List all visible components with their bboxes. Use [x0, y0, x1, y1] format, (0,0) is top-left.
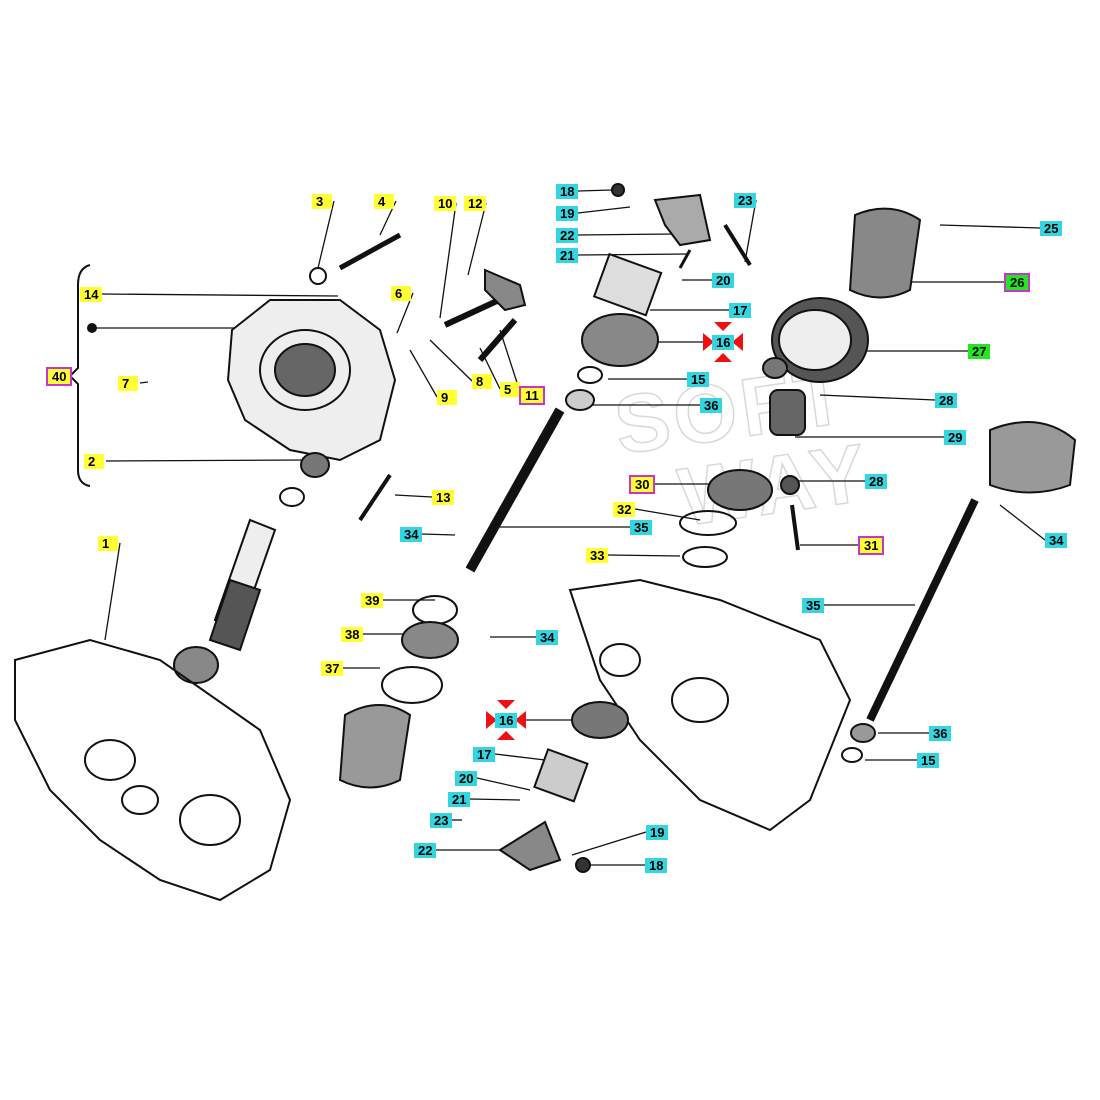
part-label-8: 8	[472, 374, 492, 389]
leader-line	[409, 349, 438, 398]
part-label-26: 26	[1003, 273, 1031, 292]
part-label-27: 27	[968, 344, 991, 359]
part-label-32: 32	[613, 502, 636, 517]
part-label-20: 20	[455, 771, 478, 786]
part-label-28: 28	[935, 393, 958, 408]
part-label-9: 9	[437, 390, 457, 405]
part-label-21: 21	[556, 248, 579, 263]
part-label-36: 36	[700, 398, 723, 413]
leader-line	[429, 339, 473, 382]
part-label-30: 30	[628, 475, 656, 494]
leader-line	[939, 224, 1041, 229]
part-label-35: 35	[802, 598, 825, 613]
part-label-15: 15	[917, 753, 940, 768]
part-label-17: 17	[473, 747, 496, 762]
part-label-19: 19	[646, 825, 669, 840]
leader-line	[577, 233, 676, 236]
leader-line	[607, 554, 681, 557]
leader-line	[571, 831, 647, 856]
red-arrow-marker-icon	[486, 700, 526, 740]
part-label-22: 22	[414, 843, 437, 858]
part-label-18: 18	[556, 184, 579, 199]
leader-line	[999, 504, 1046, 541]
part-label-16: 16	[712, 335, 735, 350]
leader-line	[577, 189, 613, 192]
part-label-40: 40	[45, 367, 73, 386]
leader-line	[394, 494, 433, 498]
part-label-7: 7	[118, 376, 138, 391]
part-label-37: 37	[321, 661, 344, 676]
leader-line	[105, 459, 306, 462]
part-label-36: 36	[929, 726, 952, 741]
leader-line	[744, 199, 757, 263]
part-label-1: 1	[98, 536, 118, 551]
leader-line	[439, 202, 457, 319]
part-label-21: 21	[448, 792, 471, 807]
part-label-5: 5	[500, 382, 520, 397]
part-label-39: 39	[361, 593, 384, 608]
part-label-3: 3	[312, 194, 332, 209]
red-arrow-marker-icon	[703, 322, 743, 362]
leader-line	[577, 253, 689, 256]
part-label-17: 17	[729, 303, 752, 318]
part-label-34: 34	[536, 630, 559, 645]
part-label-34: 34	[400, 527, 423, 542]
leader-line	[467, 202, 487, 276]
part-label-35: 35	[630, 520, 653, 535]
part-label-18: 18	[645, 858, 668, 873]
part-label-19: 19	[556, 206, 579, 221]
part-label-10: 10	[434, 196, 457, 211]
part-label-14: 14	[80, 287, 103, 302]
leader-line	[139, 381, 149, 384]
gearbox-housing-left	[14, 638, 292, 902]
part-label-4: 4	[374, 194, 394, 209]
leader-line	[317, 200, 335, 269]
part-label-2: 2	[84, 454, 104, 469]
part-label-25: 25	[1040, 221, 1063, 236]
leader-line	[634, 508, 701, 521]
part-label-29: 29	[944, 430, 967, 445]
part-label-11: 11	[519, 386, 545, 405]
part-label-13: 13	[432, 490, 455, 505]
leader-line	[494, 753, 546, 761]
part-label-16: 16	[495, 713, 518, 728]
part-label-28: 28	[865, 474, 888, 489]
part-label-34: 34	[1045, 533, 1068, 548]
part-label-38: 38	[341, 627, 364, 642]
part-label-12: 12	[464, 196, 487, 211]
leader-line	[476, 777, 531, 791]
leader-line	[421, 533, 456, 536]
part-label-23: 23	[734, 193, 757, 208]
part-label-15: 15	[687, 372, 710, 387]
leader-line	[104, 542, 121, 641]
part-label-31: 31	[857, 536, 885, 555]
leader-line	[469, 798, 521, 801]
part-label-33: 33	[586, 548, 609, 563]
part-label-6: 6	[391, 286, 411, 301]
leader-line	[101, 293, 339, 297]
leader-line	[819, 394, 936, 401]
part-label-20: 20	[712, 273, 735, 288]
leader-line	[577, 206, 631, 214]
part-label-23: 23	[430, 813, 453, 828]
part-label-22: 22	[556, 228, 579, 243]
